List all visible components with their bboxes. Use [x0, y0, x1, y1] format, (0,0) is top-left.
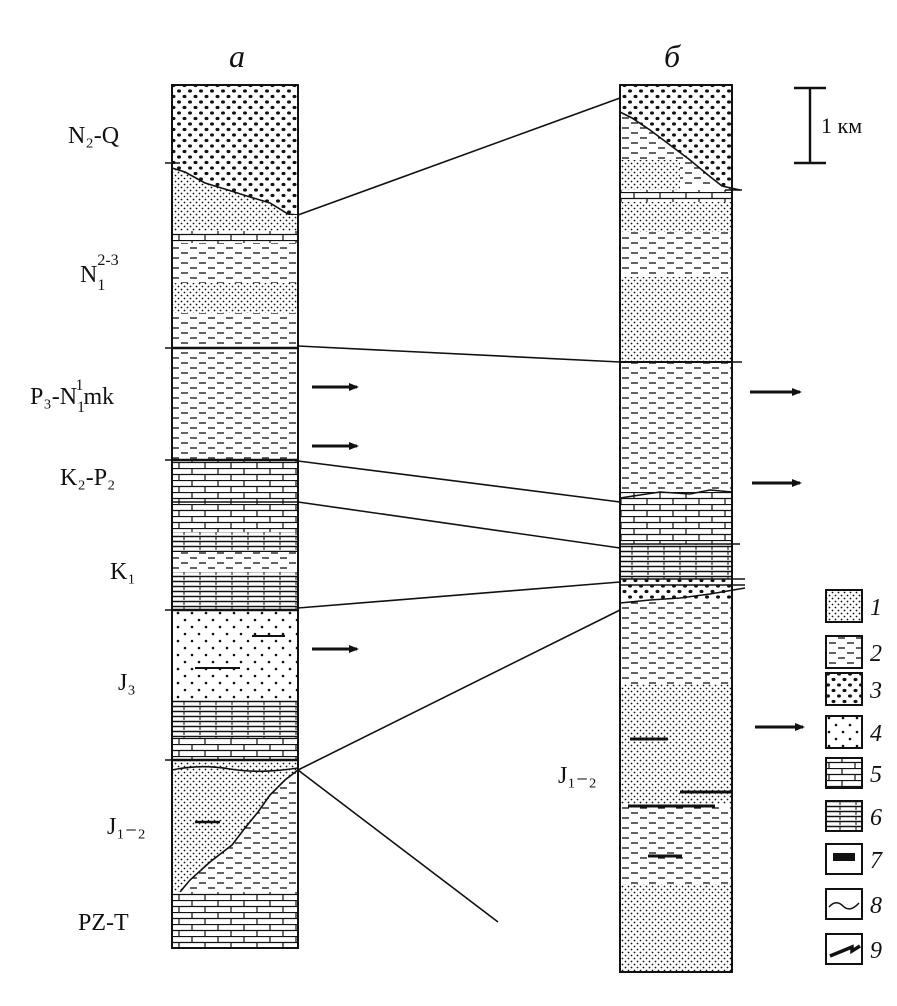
strat-label-k1: K₁ — [110, 559, 136, 585]
column-title-a: а — [229, 38, 245, 74]
legend-item-8: 8 — [825, 888, 882, 920]
strat-label-n1-23: N12-3 — [80, 252, 119, 294]
svg-text:8: 8 — [870, 893, 882, 919]
svg-text:2: 2 — [870, 641, 882, 667]
svg-text:4: 4 — [870, 721, 882, 747]
strat-label-j3: J₃ — [118, 670, 136, 696]
strat-label-k2p2: K₂-P₂ — [60, 465, 115, 491]
correlation-lines — [297, 97, 621, 923]
legend-item-4: 4 — [825, 715, 882, 749]
column-a — [165, 84, 299, 949]
svg-text:7: 7 — [870, 848, 883, 874]
legend-item-1: 1 — [825, 589, 882, 623]
correlation-line-k1-top — [297, 501, 621, 549]
svg-text:5: 5 — [870, 762, 882, 788]
strat-label-j12-b: J₁₋₂ — [558, 763, 597, 789]
correlation-line-n2q — [297, 97, 621, 216]
flow-arrows — [312, 383, 805, 731]
correlation-line-j3-top — [297, 581, 621, 609]
svg-text:6: 6 — [870, 805, 882, 831]
legend-item-6: 6 — [825, 800, 882, 832]
legend-item-7: 7 — [825, 843, 883, 875]
legend-item-3: 3 — [825, 672, 882, 706]
correlation-line-pinchout — [297, 769, 499, 923]
strat-label-n2q: N₂-Q — [68, 123, 119, 149]
column-title-b: б — [664, 38, 681, 74]
legend-item-5: 5 — [825, 757, 882, 789]
svg-text:9: 9 — [870, 938, 882, 964]
strat-label-j12: J₁₋₂ — [107, 814, 146, 840]
scale-label: 1 км — [821, 113, 862, 138]
strat-label-pzt: PZ-T — [78, 910, 129, 936]
svg-text:3: 3 — [869, 678, 882, 704]
correlation-line-j12-top — [297, 609, 621, 771]
strat-labels-a: N₂-Q N12-3 P₃-N11mk K₂-P₂ K₁ J₃ J₁₋₂ PZ-… — [30, 123, 146, 936]
legend: 1 2 3 4 5 6 7 8 — [825, 589, 883, 965]
correlation-line-k2-top — [297, 460, 621, 503]
svg-text:1: 1 — [870, 595, 882, 621]
strat-labels-b: J₁₋₂ — [558, 763, 597, 789]
scale-bar: 1 км — [794, 86, 862, 165]
column-b — [619, 84, 746, 973]
correlation-line-p3-top — [297, 345, 621, 363]
legend-item-9: 9 — [825, 933, 882, 965]
strat-label-p3n1mk: P₃-N11mk — [30, 377, 114, 416]
legend-item-2: 2 — [825, 635, 882, 669]
